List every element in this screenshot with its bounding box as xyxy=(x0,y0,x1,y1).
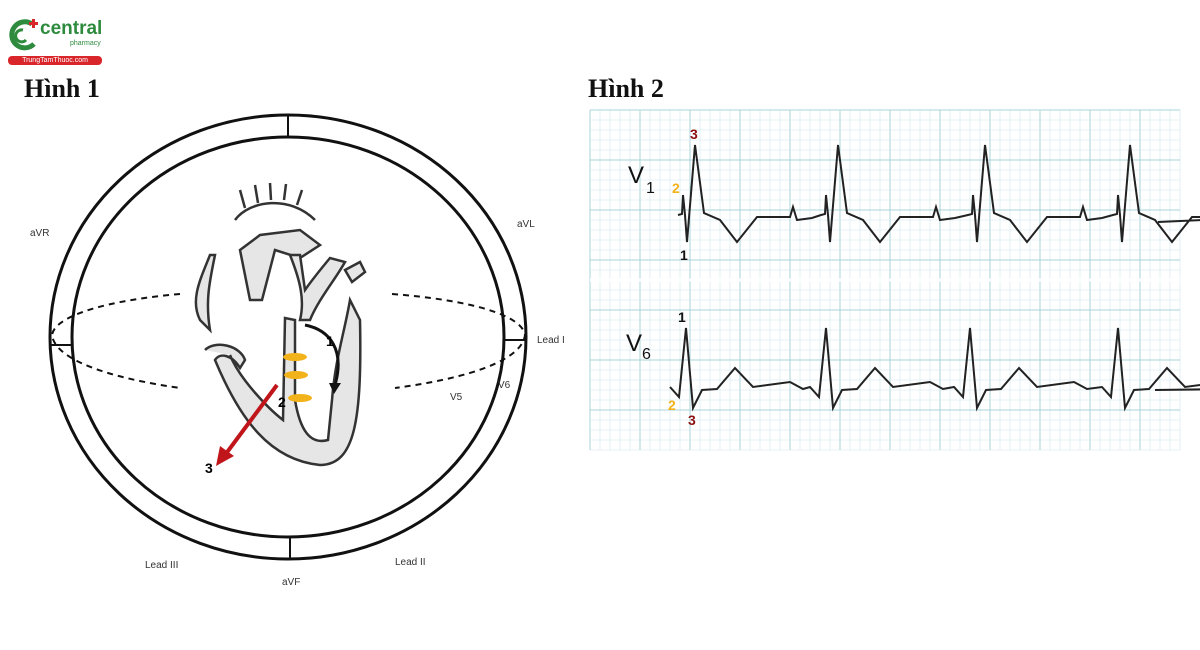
figure1-title: Hình 1 xyxy=(24,74,100,103)
figure2-title: Hình 2 xyxy=(588,74,664,103)
logo-brand: central xyxy=(40,18,103,39)
v1-marker-3: 3 xyxy=(690,126,698,142)
v6-trace xyxy=(669,327,1200,412)
lead-iii: Lead III xyxy=(145,560,179,571)
marker-1: 1 xyxy=(326,333,334,349)
v6-sub: 6 xyxy=(642,346,651,363)
logo-url: TrungTamThuoc.com xyxy=(8,56,102,65)
logo-sub: pharmacy xyxy=(70,40,101,47)
v1-marker-2: 2 xyxy=(672,180,680,196)
lead-avf: aVF xyxy=(282,577,301,588)
v6-marker-1: 1 xyxy=(678,309,686,325)
lead-avr: aVR xyxy=(30,228,50,239)
marker-2: 2 xyxy=(278,394,286,410)
lead-v6: V6 xyxy=(498,380,511,391)
marker-3: 3 xyxy=(205,460,213,476)
v1-label: V xyxy=(628,162,645,189)
v1-marker-1: 1 xyxy=(680,247,688,263)
lead-v5: V5 xyxy=(450,392,463,403)
v6-marker-3: 3 xyxy=(688,412,696,428)
lead-i: Lead I xyxy=(537,335,565,346)
lead-ii: Lead II xyxy=(395,557,426,568)
v1-trace xyxy=(677,144,1200,244)
heart-lead-diagram xyxy=(48,113,528,561)
logo-icon xyxy=(9,19,38,51)
heart-icon xyxy=(194,182,367,467)
v1-sub: 1 xyxy=(646,180,655,197)
lead-avl: aVL xyxy=(517,219,535,230)
v6-marker-2: 2 xyxy=(668,397,676,413)
v6-label: V xyxy=(626,330,643,357)
